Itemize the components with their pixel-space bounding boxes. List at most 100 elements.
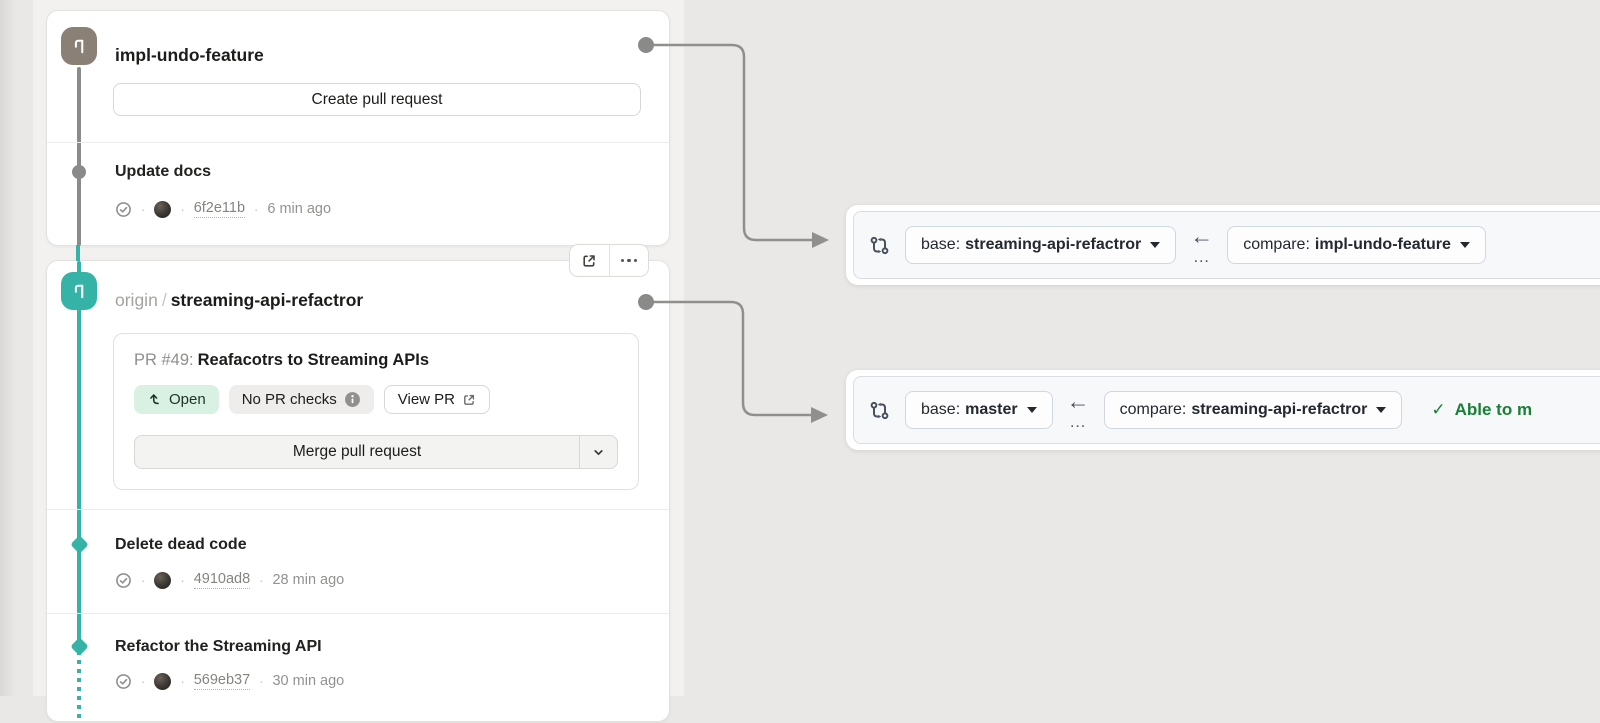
meta-separator: · (180, 572, 185, 588)
pr-heading: PR #49:Reafacotrs to Streaming APIs (134, 351, 618, 370)
commit-title[interactable]: Refactor the Streaming API (115, 638, 322, 655)
meta-separator: · (180, 201, 185, 217)
commit-line (77, 261, 81, 651)
compare-range: ← … (1066, 388, 1090, 431)
commit-hash-link[interactable]: 569eb37 (193, 672, 251, 690)
check-circle-icon (116, 201, 131, 217)
info-icon[interactable] (344, 391, 361, 408)
compare-branch-select[interactable]: compare: impl-undo-feature (1227, 226, 1486, 264)
branch-line-segment (76, 245, 80, 261)
meta-separator: · (141, 673, 146, 689)
compare-label: compare: (1119, 401, 1187, 418)
branch-title[interactable]: origin/streaming-api-refactror (115, 290, 363, 311)
remote-name: origin (115, 290, 158, 310)
merge-split-button: Merge pull request (134, 435, 618, 469)
branch-title[interactable]: impl-undo-feature (115, 45, 264, 65)
commit-diamond (69, 637, 89, 656)
branch-card-impl-undo-feature: impl-undo-feature Create pull request Up… (46, 10, 670, 246)
pr-number-label: PR #49: (134, 351, 194, 369)
divider (47, 509, 669, 510)
range-dots: … (1192, 247, 1211, 266)
merge-options-button[interactable] (579, 436, 617, 468)
meta-separator: · (141, 572, 146, 588)
git-compare-icon (870, 401, 889, 419)
meta-separator: · (259, 572, 264, 588)
open-in-browser-button[interactable] (570, 245, 609, 276)
compare-branch-select[interactable]: compare: streaming-api-refactror (1103, 391, 1403, 429)
branch-icon (61, 27, 97, 65)
commit-title[interactable]: Update docs (115, 163, 212, 180)
chevron-down-icon (594, 449, 603, 455)
commit-hash-link[interactable]: 6f2e11b (193, 200, 246, 218)
dropdown-caret-icon (1026, 407, 1037, 413)
merge-pull-request-button[interactable]: Merge pull request (292, 443, 422, 460)
left-arrow-icon: ← (1066, 388, 1090, 414)
base-branch-select[interactable]: base: master (905, 391, 1053, 429)
branch-actions (569, 244, 649, 277)
base-label: base: (921, 401, 961, 418)
meta-separator: · (259, 673, 264, 689)
commit-time: 28 min ago (272, 572, 345, 588)
base-branch-name: streaming-api-refactror (965, 236, 1142, 253)
pr-status-badge: Open (134, 385, 219, 414)
commit-diamond (69, 535, 89, 554)
compare-label: compare: (1243, 236, 1310, 253)
github-compare-bar: base: master ← … compare: streaming-api-… (846, 370, 1600, 450)
base-branch-select[interactable]: base: streaming-api-refactror (905, 226, 1177, 264)
commit-hash-link[interactable]: 4910ad8 (193, 571, 251, 589)
commit-time: 30 min ago (272, 673, 345, 689)
dropdown-caret-icon (1459, 242, 1470, 248)
create-pull-request-button[interactable]: Create pull request (113, 83, 641, 116)
meta-separator: · (254, 201, 259, 217)
ellipsis-icon (620, 258, 637, 263)
pr-checks-label: No PR checks (241, 391, 337, 408)
branch-name: streaming-api-refactror (170, 290, 364, 310)
branch-icon (61, 272, 97, 310)
pr-badges: Open No PR checks View PR (134, 385, 618, 414)
commit-dot (72, 165, 86, 179)
commit-line (77, 67, 81, 246)
meta-separator: · (180, 673, 185, 689)
dropdown-caret-icon (1376, 407, 1387, 413)
avatar (154, 571, 172, 589)
check-circle-icon (116, 572, 131, 588)
pr-status-label: Open (169, 391, 206, 408)
view-pr-label: View PR (397, 391, 455, 408)
pull-request-card: PR #49:Reafacotrs to Streaming APIs Open… (113, 333, 639, 490)
dropdown-caret-icon (1150, 242, 1161, 248)
check-circle-icon (116, 673, 131, 689)
range-dots: … (1069, 412, 1088, 431)
remote-separator: / (161, 290, 167, 310)
pr-title: Reafacotrs to Streaming APIs (197, 351, 429, 369)
arrowhead-icon (811, 407, 828, 423)
commit-meta: · · 4910ad8 · 28 min ago (115, 571, 344, 589)
mergeable-text: Able to m (1454, 400, 1533, 419)
check-icon: ✓ (1431, 400, 1446, 419)
external-link-icon (464, 394, 475, 405)
compare-controls: base: master ← … compare: streaming-api-… (853, 376, 1600, 444)
git-compare-icon (870, 236, 889, 254)
arrowhead-icon (812, 232, 829, 248)
left-arrow-icon: ← (1190, 223, 1214, 249)
avatar (154, 672, 172, 690)
commit-line-dotted (77, 651, 81, 723)
avatar (154, 200, 172, 218)
commit-meta: · · 6f2e11b · 6 min ago (115, 200, 331, 218)
commit-time: 6 min ago (267, 201, 332, 217)
compare-range: ← … (1190, 223, 1214, 266)
pr-checks-badge: No PR checks (228, 385, 374, 414)
mergeable-status: ✓ Able to m (1431, 400, 1532, 420)
compare-controls: base: streaming-api-refactror ← … compar… (853, 211, 1600, 279)
branch-card-streaming-api-refactror: origin/streaming-api-refactror PR #49:Re… (46, 244, 670, 723)
view-pr-button[interactable]: View PR (383, 385, 490, 414)
external-link-icon (583, 254, 596, 267)
compare-branch-name: streaming-api-refactror (1191, 401, 1368, 418)
more-options-button[interactable] (608, 245, 649, 276)
commit-title[interactable]: Delete dead code (115, 536, 247, 553)
divider (47, 613, 669, 614)
divider (47, 142, 669, 143)
commit-meta: · · 569eb37 · 30 min ago (115, 672, 344, 690)
base-branch-name: master (965, 401, 1018, 418)
canvas-edge-shade (0, 0, 16, 696)
